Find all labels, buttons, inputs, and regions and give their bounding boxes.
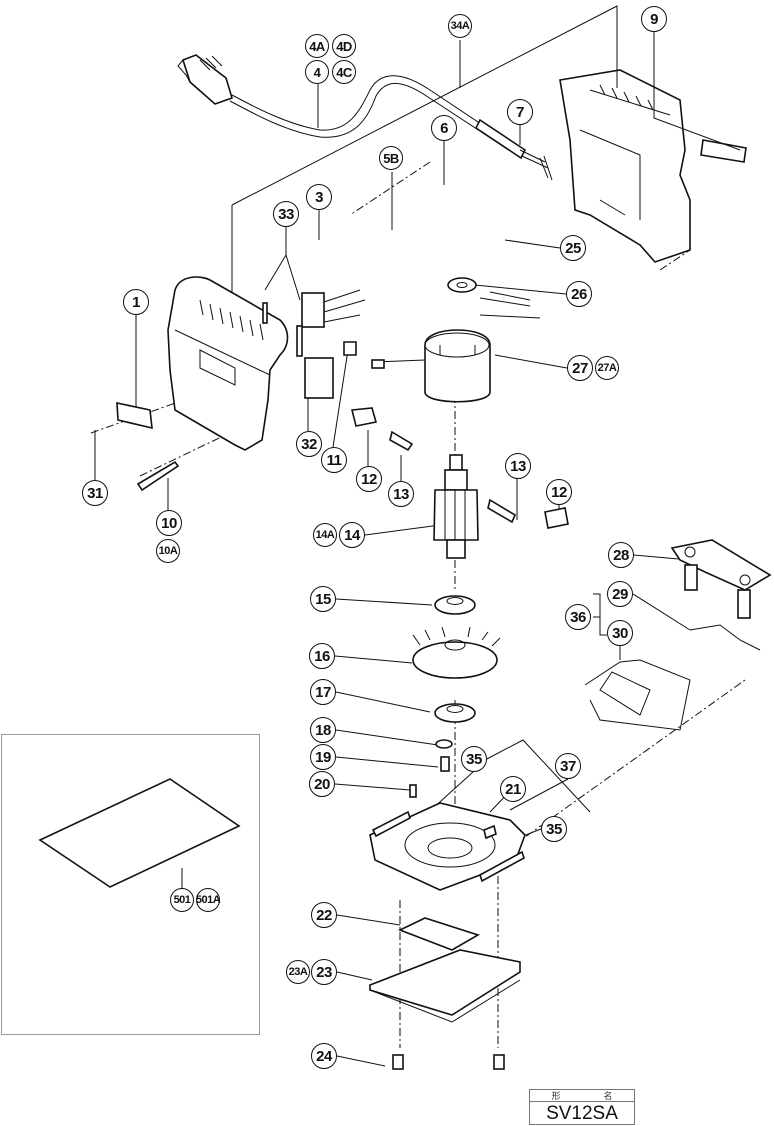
instruction-sheet (38, 778, 241, 888)
model-label-header: 形 名 (530, 1090, 634, 1102)
part-callout-11: 11 (321, 447, 347, 473)
front-housing (167, 276, 289, 451)
terminal-block (304, 357, 334, 399)
part-callout-28: 28 (608, 542, 634, 568)
part-callout-36: 36 (565, 604, 591, 630)
part-callout-12: 12 (546, 479, 572, 505)
model-header-char-2: 名 (603, 1091, 613, 1101)
part-callout-10: 10 (156, 510, 182, 536)
part-callout-27a: 27A (595, 356, 619, 380)
part-callout-14: 14 (339, 522, 365, 548)
pin (296, 325, 303, 357)
part-callout-23: 23 (311, 959, 337, 985)
brush-holder (544, 507, 569, 529)
part-callout-13: 13 (388, 481, 414, 507)
part-callout-4: 4 (305, 60, 329, 84)
part-callout-14a: 14A (313, 523, 337, 547)
part-callout-12: 12 (356, 466, 382, 492)
part-callout-10a: 10A (156, 539, 180, 563)
washer (435, 739, 453, 749)
switch (301, 292, 325, 328)
model-label-box: 形 名 SV12SA (529, 1089, 635, 1125)
power-cord (177, 54, 553, 181)
model-number: SV12SA (546, 1103, 618, 1124)
carbon-brush (389, 430, 414, 452)
part-callout-21: 21 (500, 776, 526, 802)
carbon-brush (487, 498, 517, 524)
brush-holder (350, 407, 378, 427)
part-callout-31: 31 (82, 480, 108, 506)
part-callout-501a: 501A (196, 888, 221, 912)
part-callout-19: 19 (310, 744, 336, 770)
accessory-inset-frame (1, 734, 260, 1035)
part-callout-35: 35 (541, 816, 567, 842)
part-callout-4d: 4D (332, 34, 356, 58)
part-callout-27: 27 (567, 355, 593, 381)
part-callout-7: 7 (507, 99, 533, 125)
part-callout-24: 24 (311, 1043, 337, 1069)
screw (440, 756, 450, 772)
label-plate (700, 139, 747, 163)
part-callout-29: 29 (607, 581, 633, 607)
part-callout-33: 33 (273, 201, 299, 227)
part-callout-20: 20 (309, 771, 335, 797)
part-callout-23a: 23A (286, 960, 310, 984)
part-callout-5b: 5B (379, 146, 403, 170)
part-callout-18: 18 (310, 717, 336, 743)
base-plate (369, 802, 526, 891)
part-callout-30: 30 (607, 620, 633, 646)
part-callout-6: 6 (431, 115, 457, 141)
paper-clamp (584, 539, 772, 731)
part-callout-1: 1 (123, 289, 149, 315)
housing-screw (136, 460, 180, 492)
pad-screw (392, 1054, 404, 1070)
part-callout-9: 9 (641, 6, 667, 32)
part-callout-15: 15 (310, 586, 336, 612)
stator (424, 329, 491, 403)
part-callout-32: 32 (296, 431, 322, 457)
pad (369, 949, 521, 1023)
part-callout-4c: 4C (332, 60, 356, 84)
pad-screw (493, 1054, 505, 1070)
part-callout-22: 22 (311, 902, 337, 928)
part-callout-16: 16 (309, 643, 335, 669)
bushing (343, 341, 357, 356)
fan (412, 626, 501, 679)
part-callout-13: 13 (505, 453, 531, 479)
pin (262, 302, 268, 324)
part-callout-34a: 34A (448, 14, 472, 38)
part-callout-3: 3 (306, 184, 332, 210)
bearing (447, 277, 477, 293)
pin (409, 784, 417, 798)
part-callout-4a: 4A (305, 34, 329, 58)
name-plate (116, 401, 153, 430)
rear-housing (559, 69, 691, 263)
part-callout-35: 35 (461, 746, 487, 772)
part-callout-25: 25 (560, 235, 586, 261)
part-callout-26: 26 (566, 281, 592, 307)
part-callout-37: 37 (555, 753, 581, 779)
pad-sheet (397, 917, 480, 951)
part-callout-17: 17 (310, 679, 336, 705)
part-callout-501: 501 (170, 888, 194, 912)
model-header-char-1: 形 (551, 1091, 561, 1101)
armature (433, 454, 479, 559)
